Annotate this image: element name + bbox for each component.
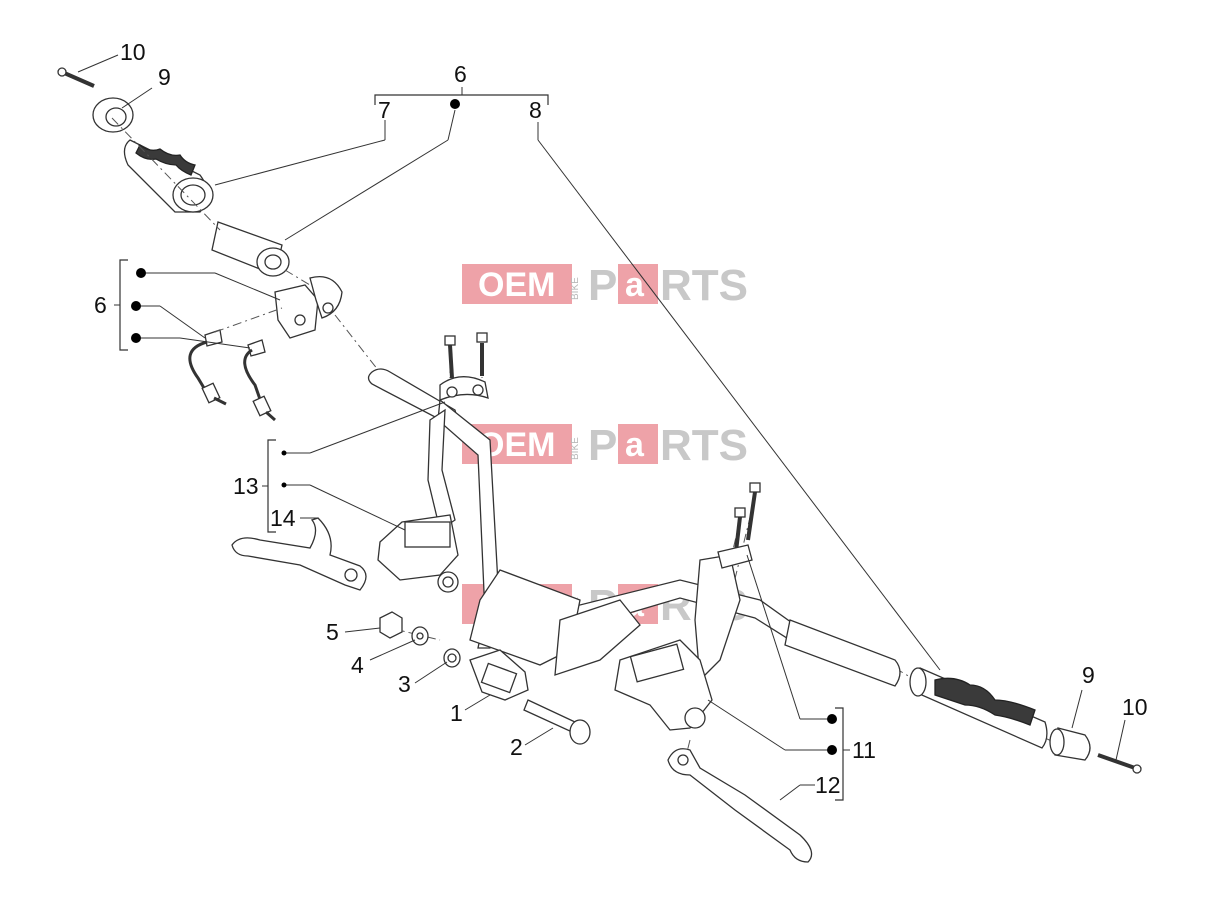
right-clamp-screws (717, 482, 761, 569)
left-bar-end-weight (92, 97, 134, 133)
callout-5: 5 (326, 619, 339, 645)
svg-text:RTS: RTS (660, 261, 748, 310)
throttle-control-housing (274, 275, 343, 339)
svg-text:BIKE: BIKE (570, 277, 581, 300)
callout-10-left: 10 (120, 39, 146, 65)
throttle-sleeve (211, 221, 290, 277)
callout-9-left: 9 (158, 64, 171, 90)
left-handle-grip (123, 139, 214, 213)
handlebar-clamp (439, 332, 489, 401)
svg-text:RTS: RTS (660, 421, 748, 470)
callout-12: 12 (815, 772, 841, 798)
callout-2: 2 (510, 734, 523, 760)
bullet-dots (131, 99, 837, 755)
washer-4 (411, 626, 429, 646)
callout-1: 1 (450, 700, 463, 726)
svg-text:OEM: OEM (478, 266, 555, 304)
callout-3: 3 (398, 671, 411, 697)
nut-5 (379, 611, 403, 639)
svg-text:P: P (588, 421, 617, 470)
svg-text:a: a (625, 426, 645, 464)
leader-lines (77, 54, 1126, 801)
right-grip-screw (1097, 753, 1142, 774)
callout-labels: 10 9 6 7 8 6 13 14 5 4 3 1 2 11 12 9 10 (94, 39, 1148, 798)
svg-text:a: a (625, 266, 645, 304)
callout-14: 14 (270, 505, 296, 531)
svg-text:BIKE: BIKE (570, 437, 581, 460)
handlebar (367, 368, 901, 687)
callout-8: 8 (529, 97, 542, 123)
watermark-top: OEM BIKE P a RTS (462, 261, 748, 310)
left-brake-master-cylinder (377, 514, 459, 593)
throttle-cables (188, 329, 276, 422)
center-bracket (469, 649, 529, 701)
left-brake-lever (231, 517, 367, 591)
bracket-bolt (523, 699, 591, 745)
right-brake-master-cylinder (614, 639, 713, 731)
callout-13: 13 (233, 473, 259, 499)
right-brake-lever (667, 748, 813, 863)
callout-11: 11 (852, 737, 876, 763)
left-grip-screw (57, 67, 95, 88)
watermark-middle: OEM BIKE P a RTS (462, 421, 748, 470)
callout-10-right: 10 (1122, 694, 1148, 720)
washer-3 (443, 648, 461, 668)
callout-4: 4 (351, 652, 364, 678)
right-bar-end-weight (1049, 727, 1091, 761)
callout-7: 7 (378, 97, 391, 123)
right-handle-grip (909, 667, 1048, 749)
callout-9-right: 9 (1082, 662, 1095, 688)
svg-text:P: P (588, 261, 617, 310)
callout-6-top: 6 (454, 61, 467, 87)
callout-6-left: 6 (94, 292, 107, 318)
